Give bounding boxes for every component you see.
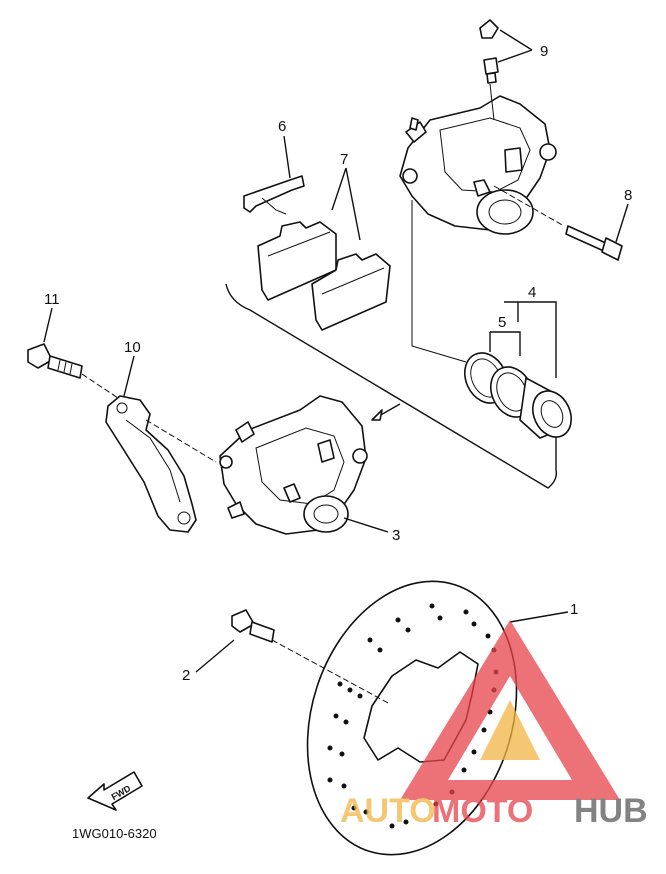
leader-lines xyxy=(43,29,629,673)
fwd-arrow: FWD xyxy=(87,771,143,811)
callout-11: 11 xyxy=(44,291,60,308)
pad-spring-part xyxy=(243,175,305,215)
watermark-text-moto: MOTO xyxy=(432,792,533,830)
callout-6: 6 xyxy=(278,118,286,135)
assembly-line-d xyxy=(81,373,119,399)
callout-9: 9 xyxy=(540,43,548,60)
assembly-line-f xyxy=(271,639,391,705)
callout-2: 2 xyxy=(182,667,190,684)
caliper-bracket-part xyxy=(105,395,197,533)
caliper-assembly xyxy=(219,395,368,535)
bleed-screw-part xyxy=(479,19,499,84)
callout-10: 10 xyxy=(124,339,141,356)
assembly-line-b xyxy=(493,185,565,227)
callout-8: 8 xyxy=(624,187,632,204)
watermark-logo-triangle xyxy=(400,620,620,800)
callout-1: 1 xyxy=(570,601,578,618)
callout-4: 4 xyxy=(528,284,536,301)
group-arrow-head xyxy=(371,409,383,421)
watermark-text-hub: HUB xyxy=(574,792,648,830)
callout-3: 3 xyxy=(392,527,400,544)
bolt-2-part xyxy=(231,609,275,643)
watermark-logo-inner xyxy=(480,700,540,760)
assembly-line-c xyxy=(489,83,495,121)
piston-seals-part xyxy=(464,352,573,439)
caliper-assembly-detail xyxy=(399,95,557,235)
group-outline xyxy=(225,283,558,489)
assembly-line-e xyxy=(145,419,217,463)
callout-7: 7 xyxy=(340,151,348,168)
bolt-11-part xyxy=(27,343,83,379)
watermark: AUTO MOTO HUB xyxy=(340,620,648,830)
brake-pads-part xyxy=(257,221,391,331)
watermark-text-auto: AUTO xyxy=(340,792,436,830)
callout-5: 5 xyxy=(498,314,506,331)
drawing-code: 1WG010-6320 xyxy=(72,826,157,841)
assembly-line-a xyxy=(411,200,467,363)
bolt-8-part xyxy=(565,225,623,261)
